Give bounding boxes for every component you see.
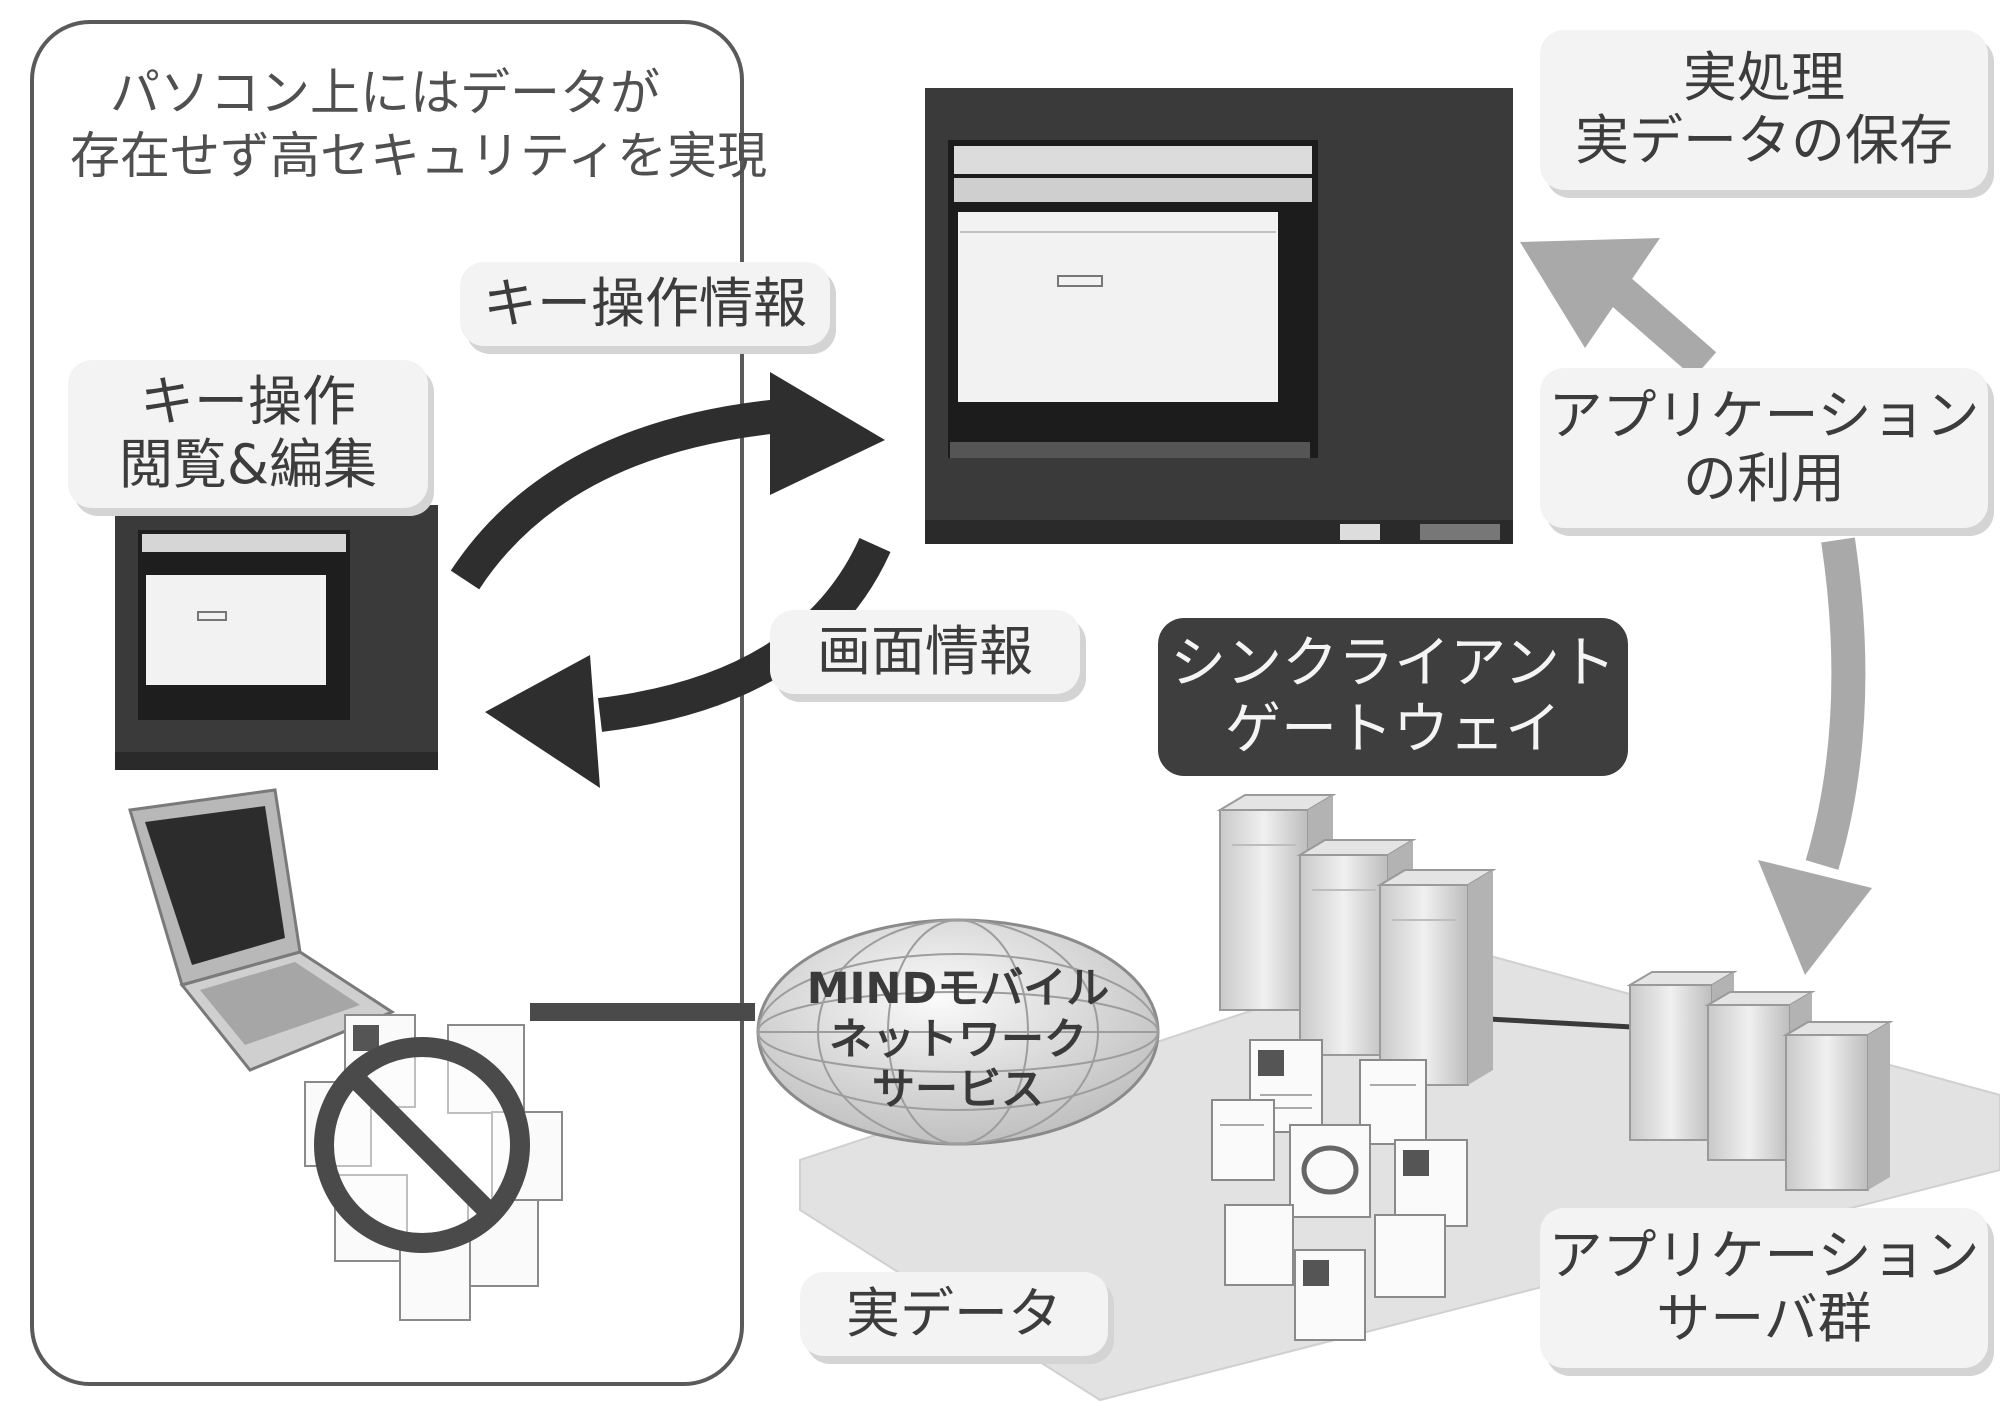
key-operation-line2: 閲覧&編集 xyxy=(118,433,378,496)
document-icon xyxy=(399,1239,471,1321)
app-usage-line2: の利用 xyxy=(1683,447,1845,510)
client-caption-line2: 存在せず高セキュリティを実現 xyxy=(70,126,767,185)
document-icon xyxy=(1374,1214,1446,1298)
app-usage-arrow xyxy=(1805,537,1866,870)
key-operation-label: キー操作 閲覧&編集 xyxy=(68,360,428,508)
document-icon xyxy=(1211,1099,1275,1181)
document-icon xyxy=(1224,1204,1294,1286)
key-operation-info-text: キー操作情報 xyxy=(483,271,807,335)
key-info-arrow xyxy=(450,398,792,590)
network-service-label: MINDモバイル ネットワーク サービス xyxy=(778,964,1138,1116)
network-line3: サービス xyxy=(872,1065,1044,1116)
app-usage-line1: アプリケーション xyxy=(1548,384,1980,448)
network-line1: MINDモバイル xyxy=(806,964,1110,1014)
client-caption-line1: パソコン上にはデータが xyxy=(110,64,660,122)
gateway-appserver-line xyxy=(1469,1015,1651,1031)
app-usage-arrowhead xyxy=(1758,860,1872,975)
real-processing-label: 実処理 実データの保存 xyxy=(1540,30,1988,190)
app-servers-line1: アプリケーション xyxy=(1548,1224,1980,1288)
screen-info-text: 画面情報 xyxy=(817,619,1033,683)
gateway-line2: ゲートウェイ xyxy=(1225,697,1561,762)
laptop-icon xyxy=(128,788,396,1072)
real-data-label: 実データ xyxy=(800,1272,1108,1356)
server-icon xyxy=(1626,971,1738,1141)
gateway-line1: シンクライアント xyxy=(1170,630,1616,696)
key-operation-line1: キー操作 xyxy=(140,370,356,434)
real-processing-line2: 実データの保存 xyxy=(1575,109,1953,172)
client-caption: パソコン上にはデータが 存在せず高セキュリティを実現 xyxy=(70,62,767,187)
server-icon xyxy=(1376,869,1497,1086)
document-icon xyxy=(1394,1139,1468,1227)
app-servers-line2: サーバ群 xyxy=(1656,1287,1872,1350)
server-icon xyxy=(1782,1021,1894,1191)
key-operation-info-label: キー操作情報 xyxy=(460,262,830,346)
screen-info-label: 画面情報 xyxy=(770,610,1080,694)
processing-arrowhead xyxy=(1520,238,1660,348)
real-processing-line1: 実処理 xyxy=(1683,46,1845,110)
remote-desktop-screen xyxy=(925,88,1513,544)
document-icon xyxy=(1294,1249,1366,1341)
network-line2: ネットワーク xyxy=(829,1014,1087,1065)
real-data-text: 実データ xyxy=(846,1281,1062,1345)
thin-client-gateway-box: シンクライアント ゲートウェイ xyxy=(1158,618,1628,776)
app-servers-label: アプリケーション サーバ群 xyxy=(1540,1208,1988,1368)
client-screen xyxy=(115,505,438,770)
client-panel-frame xyxy=(30,20,744,1386)
key-info-arrowhead xyxy=(770,372,885,495)
globe-icon xyxy=(756,918,1160,1146)
screen-info-arrowhead xyxy=(485,655,600,788)
document-icon xyxy=(1289,1124,1371,1218)
app-usage-label: アプリケーション の利用 xyxy=(1540,368,1988,528)
prohibited-icon xyxy=(314,1037,530,1253)
